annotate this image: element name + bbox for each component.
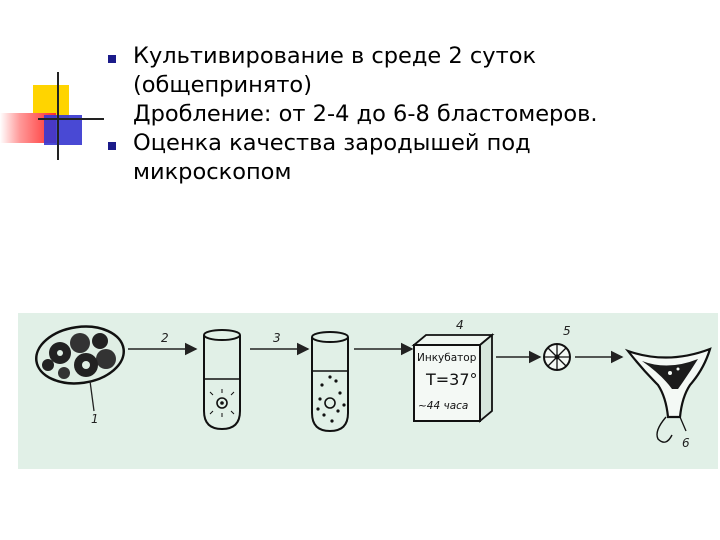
bullet-item-cleavage: Дробление: от 2-4 до 6-8 бластомеров. xyxy=(103,100,703,129)
bullet-marker-icon xyxy=(108,142,116,150)
bullet-text: (общепринято) xyxy=(133,72,312,98)
incubator-duration: ~44 часа xyxy=(418,400,468,412)
test-tube-with-sperm xyxy=(311,331,349,433)
decor-horizontal-line xyxy=(38,118,104,120)
bullet-text: Дробление: от 2-4 до 6-8 бластомеров. xyxy=(133,101,598,127)
step-label-5: 5 xyxy=(563,324,571,338)
bullet-item-cultivation: Культивирование в среде 2 суток (общепри… xyxy=(103,42,703,100)
bullet-text: Оценка качества зародышей под xyxy=(133,130,531,156)
decor-vertical-line xyxy=(57,72,59,160)
test-tube-with-egg xyxy=(203,329,241,431)
embryo-circle xyxy=(543,343,571,371)
step-label-1: 1 xyxy=(91,412,99,426)
uterus-drawing xyxy=(624,347,712,443)
step-label-2: 2 xyxy=(161,331,169,345)
ivf-process-drawing: 1 2 3 xyxy=(35,318,712,450)
incubator-box xyxy=(411,333,495,423)
incubator-temperature: T=37° xyxy=(425,370,478,389)
incubator-label: Инкубатор xyxy=(417,352,477,364)
bullet-text: микроскопом xyxy=(133,159,292,185)
step-label-4: 4 xyxy=(456,318,464,332)
bullet-item-assessment: Оценка качества зародышей под микроскопо… xyxy=(103,129,703,187)
bullet-list: Культивирование в среде 2 суток (общепри… xyxy=(103,42,703,187)
bullet-text: Культивирование в среде 2 суток xyxy=(133,43,537,69)
bullet-marker-icon xyxy=(108,55,116,63)
ivf-process-figure: 1 2 3 xyxy=(18,313,718,469)
oocytes-oval xyxy=(35,325,125,412)
step-label-6: 6 xyxy=(682,436,690,450)
step-label-3: 3 xyxy=(273,331,281,345)
decor-blue-square xyxy=(44,115,82,145)
